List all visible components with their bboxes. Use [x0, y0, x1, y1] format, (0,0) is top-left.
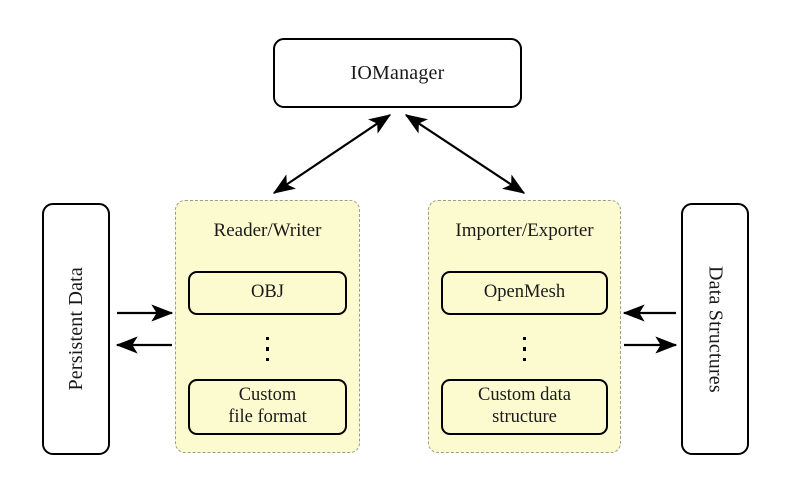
- dot-icon: [265, 347, 270, 351]
- dot-icon: [265, 337, 270, 341]
- node-iomanager-label: IOManager: [350, 61, 445, 84]
- node-persistent-data[interactable]: Persistent Data: [42, 203, 110, 455]
- node-custom-file-format-label: Custom file format: [228, 385, 307, 427]
- arrow-iomanager-reader-writer: [272, 114, 392, 194]
- ellipsis-reader-writer: [176, 327, 359, 371]
- node-openmesh[interactable]: OpenMesh: [441, 271, 608, 315]
- node-iomanager[interactable]: IOManager: [273, 38, 522, 108]
- node-obj[interactable]: OBJ: [188, 271, 347, 315]
- dot-icon: [522, 357, 527, 361]
- panel-importer-exporter-title: Importer/Exporter: [455, 220, 594, 241]
- node-custom-data-structure-label: Custom data structure: [477, 385, 571, 427]
- panel-reader-writer[interactable]: Reader/Writer OBJ Custom file format: [175, 200, 360, 453]
- node-custom-file-format[interactable]: Custom file format: [188, 379, 347, 435]
- node-persistent-data-label: Persistent Data: [64, 267, 87, 391]
- arrow-iomanager-importer-exporter: [404, 114, 526, 194]
- node-openmesh-label: OpenMesh: [483, 282, 566, 303]
- node-data-structures[interactable]: Data Structures: [681, 203, 749, 455]
- dot-icon: [522, 337, 527, 341]
- dot-icon: [522, 347, 527, 351]
- panel-reader-writer-title: Reader/Writer: [213, 220, 322, 241]
- node-data-structures-label: Data Structures: [704, 265, 727, 393]
- dot-icon: [265, 357, 270, 361]
- panel-importer-exporter[interactable]: Importer/Exporter OpenMesh Custom data s…: [428, 200, 621, 453]
- node-obj-label: OBJ: [251, 282, 284, 303]
- node-custom-data-structure[interactable]: Custom data structure: [441, 379, 608, 435]
- ellipsis-importer-exporter: [429, 327, 620, 371]
